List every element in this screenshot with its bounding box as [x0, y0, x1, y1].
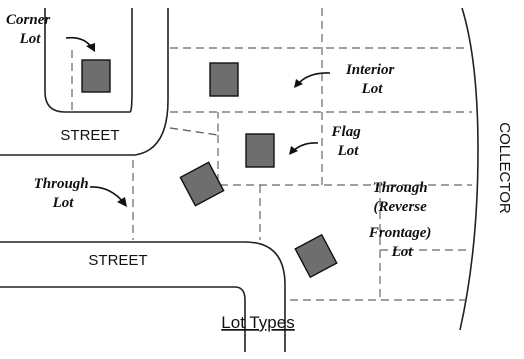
through-reverse-lot-label: Through (Reverse Frontage) Lot: [368, 180, 435, 260]
lower-street-label: STREET: [88, 252, 147, 269]
collector-edge: [459, 7, 479, 331]
flag-lot-arrowhead: [289, 146, 298, 155]
lot-lines: [71, 8, 472, 301]
through-lot-arrow: [89, 186, 125, 204]
flag-lot-house: [245, 133, 275, 168]
interior-lot-arrowhead: [294, 79, 303, 88]
street-edge-lower-bottom: [0, 286, 246, 352]
interior-lot-arrow: [296, 72, 331, 86]
collector-label: COLLECTOR: [496, 122, 513, 214]
through-reverse-lot-house: [294, 233, 338, 279]
corner-lot-arrowhead: [86, 43, 95, 52]
interior-lot-label: Interior Lot: [345, 62, 398, 97]
street-edge-corner-lot: [44, 8, 133, 113]
lot-line-flag-stem: [169, 127, 219, 136]
street-edge-north-curve: [0, 8, 169, 156]
diagram-caption: Lot Types: [221, 313, 294, 332]
through-lot-label: Through Lot: [34, 176, 93, 211]
through-lot-arrowhead: [117, 197, 127, 207]
upper-street-label: STREET: [60, 127, 119, 144]
flag-lot-label: Flag Lot: [331, 124, 365, 159]
interior-lot-house: [209, 62, 239, 97]
lot-line-flag-north: [169, 112, 219, 136]
lot-line-flag-south: [217, 135, 472, 186]
corner-lot-label: Corner Lot: [6, 12, 54, 47]
through-lot-house: [179, 161, 225, 207]
corner-lot-house: [81, 59, 111, 93]
street-edge-upper-bottom: [0, 241, 286, 352]
